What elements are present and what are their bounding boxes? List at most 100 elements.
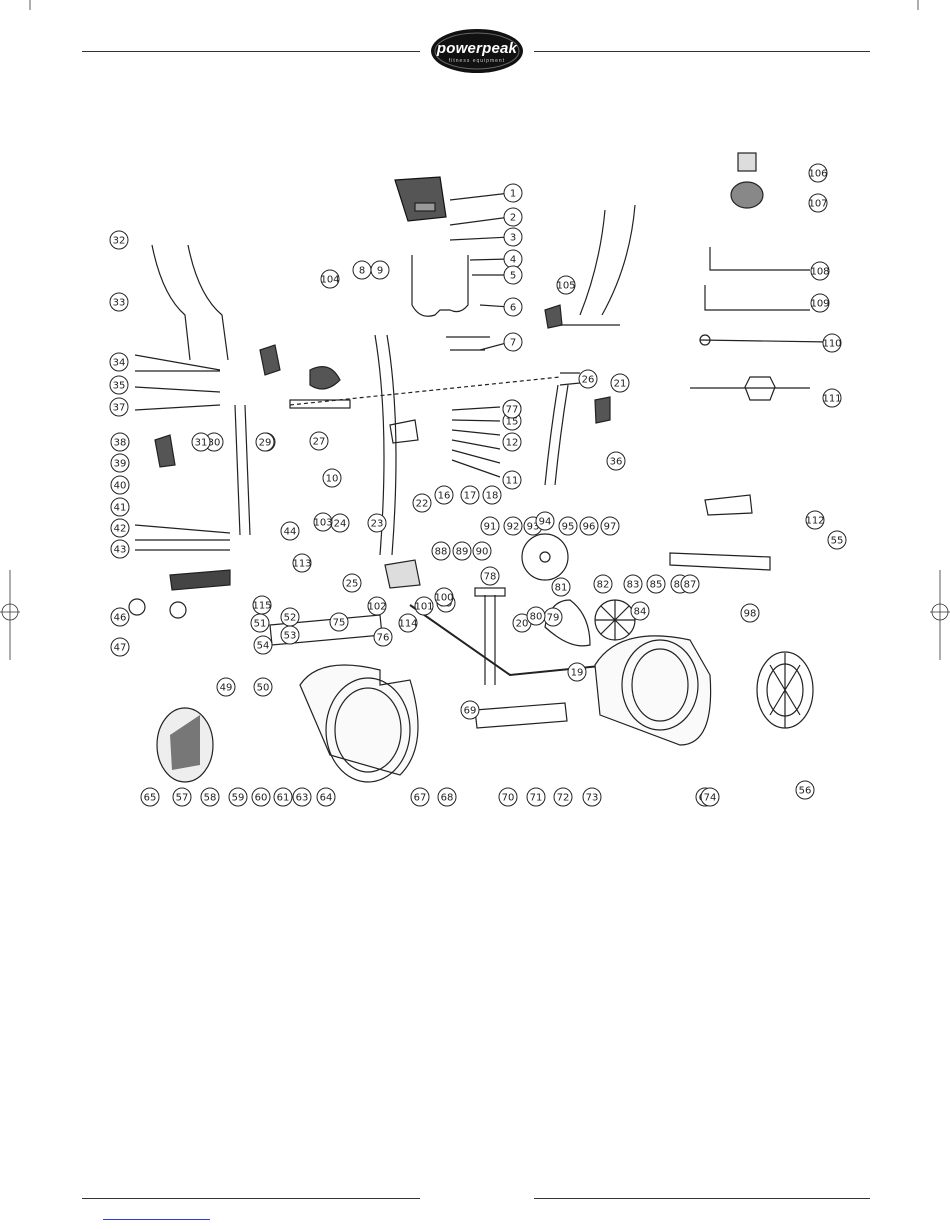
callout-circle: [329, 612, 349, 632]
callout-number: 92: [507, 522, 520, 533]
callout-number: 32: [113, 236, 126, 247]
callout-circle: [579, 516, 599, 536]
callout-circle: [503, 227, 523, 247]
callout-circle: [805, 510, 825, 530]
callout-number: 27: [313, 437, 326, 448]
callout-111: 111: [822, 388, 842, 408]
callout-number: 64: [320, 793, 333, 804]
callout-circle: [810, 293, 830, 313]
callout-circle: [313, 512, 333, 532]
callout-circle: [578, 369, 598, 389]
callout-circle: [526, 606, 546, 626]
callout-circle: [109, 230, 129, 250]
callout-number: 49: [220, 683, 233, 694]
callout-circle: [822, 388, 842, 408]
callout-106: 106: [808, 163, 828, 183]
callout-number: 22: [416, 499, 429, 510]
callout-number: 60: [255, 793, 268, 804]
callout-circle: [320, 269, 340, 289]
callout-circle: [503, 265, 523, 285]
callout-number: 29: [259, 438, 272, 449]
logo-ellipse: [431, 29, 523, 73]
footer-rule-left: [82, 1198, 420, 1199]
callout-46: 46: [110, 607, 130, 627]
callout-circle: [535, 511, 555, 531]
logo-text: powerpeak: [436, 40, 518, 57]
callout-circle: [503, 183, 523, 203]
callout-circle: [808, 163, 828, 183]
callout-number: 85: [650, 580, 663, 591]
callout-circle: [140, 787, 160, 807]
callout-24: 24: [330, 513, 350, 533]
callout-8: 8: [352, 260, 372, 280]
callout-number: 33: [113, 298, 126, 309]
callout-71: 71: [526, 787, 546, 807]
callout-circle: [606, 451, 626, 471]
callout-95: 95: [558, 516, 578, 536]
callout-40: 40: [110, 475, 130, 495]
callout-circle: [551, 577, 571, 597]
callout-114: 114: [398, 613, 418, 633]
callout-number: 24: [334, 519, 347, 530]
callout-number: 31: [195, 438, 208, 449]
callout-number: 71: [530, 793, 543, 804]
callout-109: 109: [810, 293, 830, 313]
callout-9: 9: [370, 260, 390, 280]
callout-circle: [280, 521, 300, 541]
callout-number: 94: [539, 517, 552, 528]
callout-number: 2: [510, 213, 516, 224]
callout-circle: [700, 787, 720, 807]
callout-number: 61: [277, 793, 290, 804]
callout-circle: [567, 662, 587, 682]
callout-number: 16: [438, 491, 451, 502]
callout-circle: [593, 574, 613, 594]
callout-87: 87: [680, 574, 700, 594]
callout-104: 104: [320, 269, 340, 289]
callout-90: 90: [472, 541, 492, 561]
callout-number: 44: [284, 527, 297, 538]
callout-circle: [200, 787, 220, 807]
callout-number: 93: [527, 522, 540, 533]
callout-82: 82: [593, 574, 613, 594]
callout-35: 35: [109, 375, 129, 395]
callout-number: 110: [822, 339, 841, 350]
callout-76: 76: [373, 627, 393, 647]
callout-circle: [110, 607, 130, 627]
callout-67: 67: [410, 787, 430, 807]
callout-75: 75: [329, 612, 349, 632]
callout-number: 73: [586, 793, 599, 804]
callout-number: 63: [296, 793, 309, 804]
callout-circle: [482, 485, 502, 505]
callout-53: 53: [280, 625, 300, 645]
callout-number: 50: [257, 683, 270, 694]
callout-89: 89: [452, 541, 472, 561]
callout-number: 79: [547, 613, 560, 624]
callout-circle: [808, 193, 828, 213]
callout-79: 79: [543, 607, 563, 627]
callout-number: 17: [464, 491, 477, 502]
callout-circle: [370, 260, 390, 280]
callout-70: 70: [498, 787, 518, 807]
callout-39: 39: [110, 453, 130, 473]
callout-circle: [503, 297, 523, 317]
callout-circle: [460, 485, 480, 505]
callout-circle: [255, 432, 275, 452]
callout-number: 7: [510, 338, 516, 349]
callout-number: 59: [232, 793, 245, 804]
callout-108: 108: [810, 261, 830, 281]
callout-43: 43: [110, 539, 130, 559]
callout-4: 4: [503, 249, 523, 269]
callout-31: 31: [191, 432, 211, 452]
callout-circle: [109, 352, 129, 372]
callout-113: 113: [292, 553, 312, 573]
callout-circle: [437, 787, 457, 807]
callout-circle: [503, 207, 523, 227]
callout-number: 15: [506, 417, 519, 428]
callout-circle: [367, 513, 387, 533]
callout-circle: [280, 625, 300, 645]
callout-65: 65: [140, 787, 160, 807]
callout-number: 95: [562, 522, 575, 533]
callout-number: 46: [114, 613, 127, 624]
callout-97: 97: [600, 516, 620, 536]
callout-25: 25: [342, 573, 362, 593]
